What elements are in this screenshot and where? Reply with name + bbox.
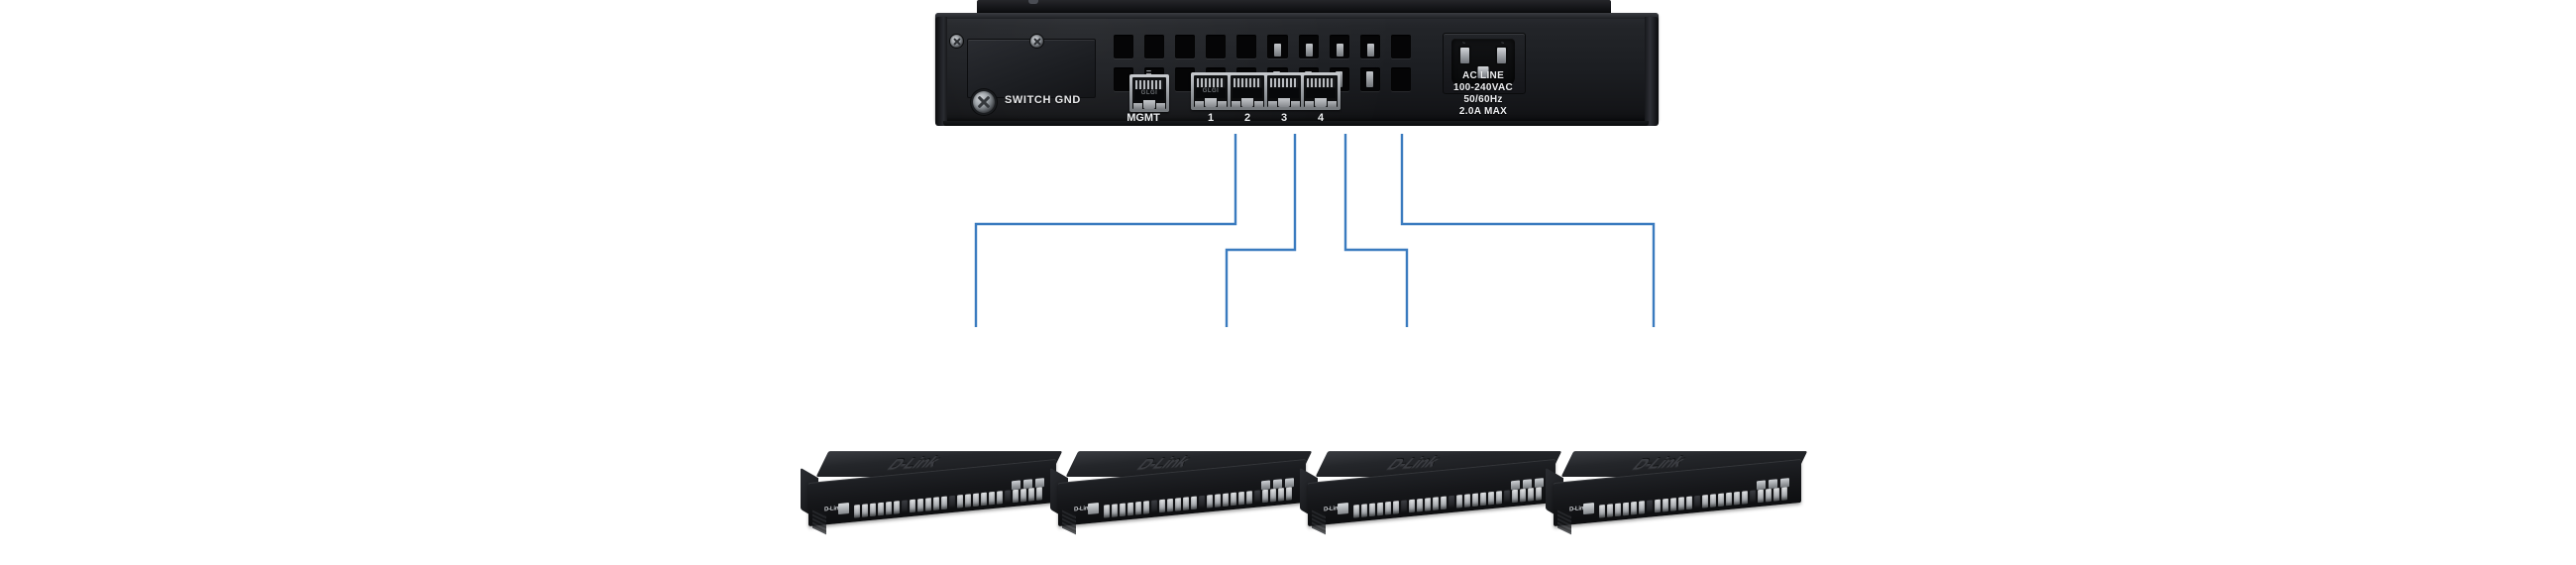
rj45-notch xyxy=(1156,103,1165,109)
mgmt-port-group[interactable]: GLGI xyxy=(1129,74,1169,114)
wire-port-3 xyxy=(1343,134,1409,327)
rj45-cavity xyxy=(1134,90,1164,100)
uplink-port-2-label: 2 xyxy=(1243,112,1251,124)
rj45-notch xyxy=(1133,103,1142,109)
rj45-tab xyxy=(1205,98,1217,107)
screw-icon xyxy=(950,35,963,48)
switch-gnd-label: SWITCH GND xyxy=(1005,94,1081,106)
uplink-port-4[interactable] xyxy=(1304,75,1338,107)
vent-hole xyxy=(1359,35,1380,58)
ac-voltage-label: 100-240VAC xyxy=(1452,82,1514,93)
uplink-port-frame: GLGI xyxy=(1191,72,1341,110)
switch-mgmt-port[interactable] xyxy=(838,503,849,515)
vent-hole xyxy=(1390,67,1411,91)
rj45-notch xyxy=(1305,101,1314,107)
polarity-mark: ~ xyxy=(1501,41,1504,47)
polarity-mark: ~ xyxy=(1462,41,1465,47)
rj45-notch xyxy=(1254,101,1263,107)
vent-hole xyxy=(1390,35,1411,58)
wire-port-1 xyxy=(974,134,1237,327)
uplink-port-3-label: 3 xyxy=(1280,112,1288,124)
panel-right-edge xyxy=(1645,17,1659,126)
vent-hole xyxy=(1114,35,1134,58)
ac-inlet-bezel: ~ ~ xyxy=(1443,33,1526,94)
jack-marking: GLGI xyxy=(1140,90,1158,96)
ac-pin xyxy=(1460,48,1469,63)
vent-row xyxy=(1114,35,1411,58)
vent-hole xyxy=(1206,35,1227,58)
uplink-port-1[interactable]: GLGI xyxy=(1194,75,1228,107)
switch-mgmt-port[interactable] xyxy=(1338,503,1348,515)
vent-hole xyxy=(1114,67,1134,91)
client-switch-1[interactable]: D-Link D-Link xyxy=(801,451,1068,536)
ac-current-label: 2.0A MAX xyxy=(1458,106,1508,117)
screw-icon xyxy=(1030,35,1043,48)
ac-ground-pin xyxy=(1477,66,1489,78)
panel-left-edge xyxy=(935,17,947,126)
wire-port-2 xyxy=(1225,134,1297,327)
rj45-teeth xyxy=(1234,78,1261,87)
ac-frequency-label: 50/60Hz xyxy=(1463,94,1503,105)
rj45-cavity xyxy=(1196,88,1226,98)
ventilation-grille xyxy=(1114,35,1411,94)
rj45-teeth xyxy=(1307,78,1335,87)
switch-mgmt-port[interactable] xyxy=(1583,503,1594,515)
rj45-cavity xyxy=(1269,88,1299,98)
iec-c14-power-inlet[interactable]: ~ ~ xyxy=(1451,39,1515,86)
jack-marking: GLGI xyxy=(1202,88,1220,94)
rj45-notch xyxy=(1218,101,1227,107)
uplink-port-3[interactable] xyxy=(1267,75,1301,107)
panel-bottom-edge xyxy=(943,121,1649,126)
rj45-notch xyxy=(1268,101,1277,107)
switch-mgmt-port[interactable] xyxy=(1088,503,1099,515)
uplink-port-4-label: 4 xyxy=(1317,112,1325,124)
ac-line-label: AC LINE xyxy=(1461,70,1505,81)
vent-hole xyxy=(1359,67,1380,91)
wire-port-4 xyxy=(1400,134,1656,327)
rj45-notch xyxy=(1195,101,1204,107)
ground-stud-icon xyxy=(973,91,995,113)
uplink-port-bank: GLGI xyxy=(1191,72,1341,112)
mgmt-port-frame: GLGI xyxy=(1129,74,1169,112)
blank-module-plate xyxy=(967,39,1096,98)
rj45-notch xyxy=(1291,101,1300,107)
ac-line-rating-block: AC LINE 100-240VAC 50/60Hz 2.0A MAX xyxy=(1429,70,1538,118)
rj45-notch xyxy=(1232,101,1240,107)
rj45-teeth xyxy=(1197,78,1225,87)
rj45-jack[interactable]: GLGI xyxy=(1132,77,1166,109)
uplink-port-1-label: 1 xyxy=(1207,112,1215,124)
rj45-tab xyxy=(1315,98,1327,107)
rj45-cavity xyxy=(1306,88,1336,98)
rj45-teeth xyxy=(1135,80,1163,89)
client-switch-4[interactable]: D-Link D-Link xyxy=(1546,451,1813,536)
vent-hole xyxy=(1175,35,1196,58)
rj45-notch xyxy=(1328,101,1337,107)
client-switch-3[interactable]: D-Link D-Link xyxy=(1300,451,1567,536)
rj45-cavity xyxy=(1233,88,1262,98)
client-switch-2[interactable]: D-Link D-Link xyxy=(1050,451,1318,536)
master-switch-rear-panel: SWITCH GND xyxy=(935,0,1659,126)
panel-top-lip xyxy=(977,0,1611,13)
vent-hole xyxy=(1236,35,1257,58)
vent-hole xyxy=(1144,35,1165,58)
ac-pin xyxy=(1497,48,1506,63)
vent-hole xyxy=(1298,35,1319,58)
rj45-tab xyxy=(1143,100,1155,109)
vent-hole xyxy=(1329,35,1349,58)
rj45-tab xyxy=(1241,98,1253,107)
vent-hole xyxy=(1175,67,1196,91)
panel-face: SWITCH GND xyxy=(935,13,1659,126)
rj45-tab xyxy=(1278,98,1290,107)
uplink-port-2[interactable] xyxy=(1231,75,1264,107)
rj45-teeth xyxy=(1270,78,1298,87)
vent-hole xyxy=(1267,35,1288,58)
